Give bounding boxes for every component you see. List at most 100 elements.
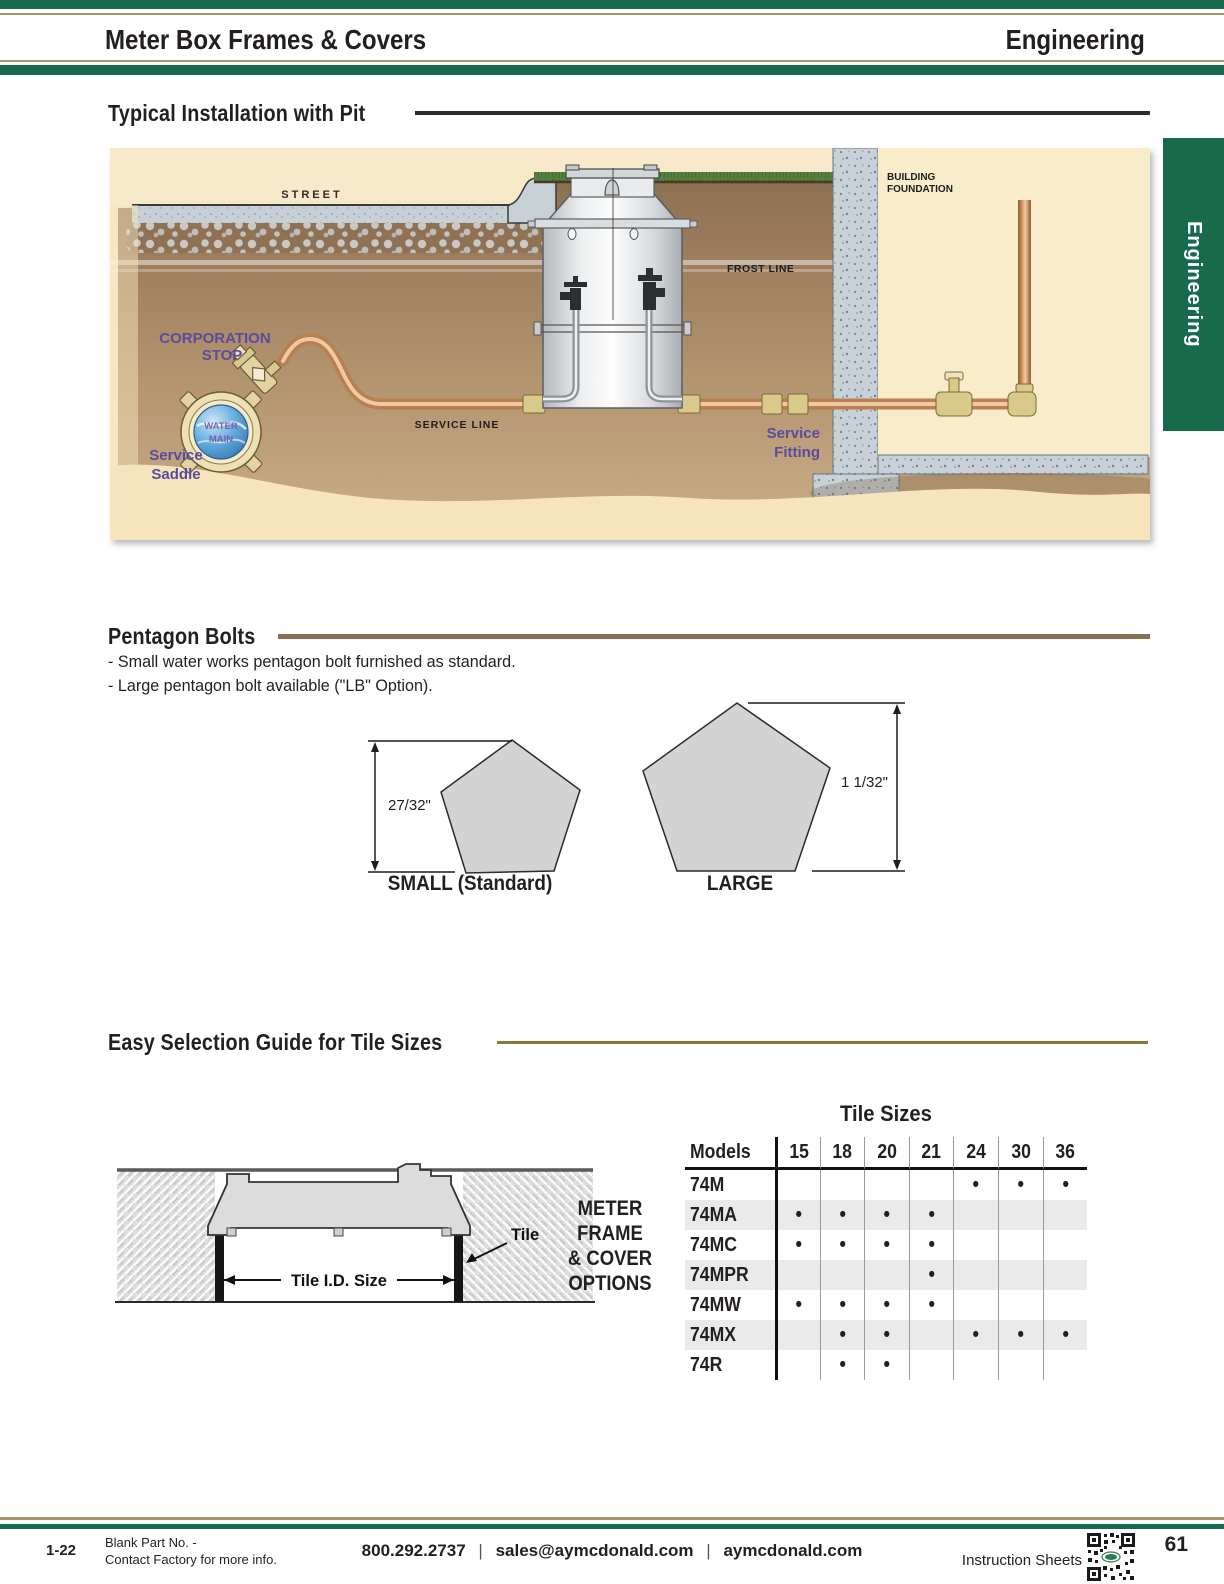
ground-hatch-right — [463, 1170, 593, 1302]
section-heading-installation: Typical Installation with Pit — [108, 100, 366, 126]
table-cell — [775, 1350, 820, 1380]
frame-lug — [333, 1227, 344, 1237]
footer-website: aymcdonald.com — [723, 1541, 863, 1560]
building-foundation-label-1: BUILDING — [887, 172, 936, 183]
table-row-model: 74MA — [685, 1200, 775, 1230]
meter-side-line: METER — [577, 1197, 643, 1220]
meter-frame-options-label: METER FRAME & COVER OPTIONS — [559, 1196, 661, 1296]
table-row-model: 74MC — [690, 1233, 737, 1256]
frame-lug — [441, 1227, 452, 1237]
table-cell — [775, 1320, 820, 1350]
table-row-model: 74M — [690, 1173, 725, 1196]
meter-pit — [527, 164, 698, 409]
header-bottom-bar — [0, 65, 1224, 75]
left-fade — [110, 205, 138, 505]
tile-sizes-table-title: Tile Sizes — [840, 1101, 932, 1126]
table-cell — [1042, 1290, 1088, 1320]
table-cell — [1042, 1200, 1088, 1230]
ground-hatch-left — [117, 1170, 215, 1302]
sand-layer — [110, 464, 1150, 540]
footer-separator: | — [478, 1541, 483, 1560]
water-main-label-2: MAIN — [209, 434, 233, 445]
table-cell: • — [908, 1200, 954, 1230]
size-column-header: 36 — [1042, 1137, 1088, 1170]
pentagon-bullet-1: - Small water works pentagon bolt furnis… — [108, 652, 516, 671]
footer-note-line-1: Blank Part No. - — [105, 1535, 197, 1550]
table-cell: • — [997, 1170, 1043, 1200]
small-pentagon — [440, 739, 581, 874]
tile-label: Tile — [511, 1226, 539, 1244]
table-cell: • — [864, 1350, 909, 1380]
tile-diagram: Tile I.D. Size Tile — [115, 1163, 595, 1303]
table-cell — [997, 1260, 1043, 1290]
arrowhead — [466, 1253, 477, 1263]
header-tan-line-2 — [0, 60, 1224, 62]
table-cell — [953, 1200, 998, 1230]
table-cell — [775, 1170, 820, 1200]
table-cell — [1042, 1350, 1088, 1380]
small-pentagon-caption: SMALL (Standard) — [387, 872, 553, 895]
water-main-label-1: WATER — [204, 421, 238, 432]
page-number: 61 — [1164, 1533, 1188, 1556]
table-cell — [953, 1260, 998, 1290]
footer-tan-line — [0, 1517, 1224, 1520]
tile-wall-right — [454, 1226, 463, 1302]
tile-wall-left — [215, 1226, 224, 1302]
pentagon-diagram: 27/32" 1 1/32" — [368, 702, 905, 874]
frost-line-streak — [110, 260, 833, 265]
heading-rule — [415, 111, 1150, 115]
table-cell: • — [908, 1290, 954, 1320]
table-cell — [908, 1320, 954, 1350]
table-cell — [997, 1230, 1043, 1260]
foundation-wall — [832, 148, 879, 477]
table-cell: • — [953, 1170, 998, 1200]
meter-side-line: FRAME — [577, 1222, 643, 1245]
arrowhead — [893, 860, 901, 870]
engineering-side-tab: Engineering — [1163, 138, 1224, 431]
models-column-header: Models — [685, 1137, 775, 1170]
corporation-stop-label-1: CORPORATION — [159, 330, 270, 347]
table-cell: • — [819, 1290, 865, 1320]
frame-lug — [226, 1227, 237, 1237]
large-pentagon — [642, 702, 831, 872]
street-label: STREET — [281, 189, 342, 201]
table-row-model: 74MX — [685, 1320, 775, 1350]
table-cell — [953, 1230, 998, 1260]
meter-frame-profile — [207, 1163, 471, 1236]
header-top-bar — [0, 0, 1224, 9]
table-row-model: 74R — [690, 1353, 723, 1376]
table-cell: • — [1042, 1320, 1088, 1350]
table-cell: • — [819, 1230, 865, 1260]
section-heading-tile-guide: Easy Selection Guide for Tile Sizes — [108, 1029, 443, 1055]
arrowhead — [443, 1275, 454, 1285]
footer-email: sales@aymcdonald.com — [495, 1541, 694, 1560]
header-category: Engineering — [1005, 24, 1145, 55]
instruction-sheets-label: Instruction Sheets — [961, 1552, 1082, 1569]
table-cell: • — [775, 1290, 820, 1320]
engineering-side-tab-label: Engineering — [1183, 221, 1205, 348]
service-saddle-label-2: Saddle — [151, 466, 200, 483]
building-foundation-label-2: FOUNDATION — [887, 184, 953, 195]
table-cell — [953, 1350, 998, 1380]
size-column-header: 24 — [953, 1137, 998, 1170]
frost-line-streak-2 — [110, 269, 833, 272]
arrowhead — [893, 704, 901, 714]
size-column-header: 15 — [775, 1137, 820, 1170]
table-cell — [864, 1170, 909, 1200]
table-cell: • — [775, 1230, 820, 1260]
table-cell — [1042, 1260, 1088, 1290]
arrowhead — [371, 742, 379, 752]
table-cell: • — [864, 1200, 909, 1230]
floor-slab — [877, 454, 1149, 475]
qr-code — [1086, 1532, 1136, 1582]
heading-rule-2 — [278, 634, 1150, 639]
table-cell: • — [864, 1320, 909, 1350]
table-cell: • — [997, 1320, 1043, 1350]
tile-id-size-label: Tile I.D. Size — [291, 1272, 387, 1290]
table-cell: • — [864, 1290, 909, 1320]
size-column-header: 20 — [864, 1137, 909, 1170]
table-cell — [864, 1260, 909, 1290]
grass-texture — [534, 172, 833, 182]
